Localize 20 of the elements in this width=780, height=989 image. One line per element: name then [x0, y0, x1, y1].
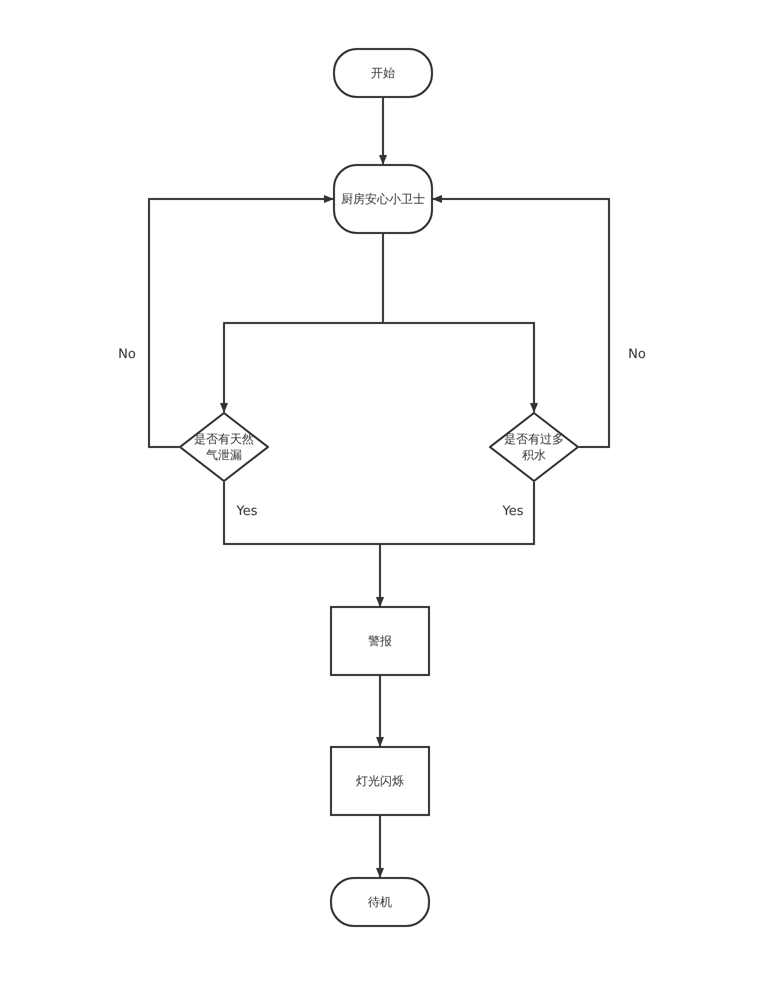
terminal-node — [333, 48, 433, 98]
arrow — [376, 816, 384, 878]
arrow — [376, 676, 384, 747]
process-box — [330, 746, 430, 816]
decision-diamond — [179, 412, 269, 482]
terminal-node — [333, 164, 433, 234]
node-text: 厨房安心小卫士 — [341, 191, 425, 207]
terminal-node — [330, 877, 430, 927]
decision-diamond — [489, 412, 579, 482]
node-text: 警报 — [367, 633, 393, 649]
node-text: 是否有过多积水 — [503, 431, 565, 463]
arrow — [432, 195, 610, 448]
node-text: 开始 — [370, 65, 396, 81]
node-text: 待机 — [367, 894, 393, 910]
arrow — [148, 195, 334, 448]
arrow — [376, 482, 535, 607]
process-box — [330, 606, 430, 676]
arrow — [382, 234, 538, 413]
node-text: 灯光闪烁 — [355, 773, 405, 789]
arrow — [379, 98, 387, 165]
